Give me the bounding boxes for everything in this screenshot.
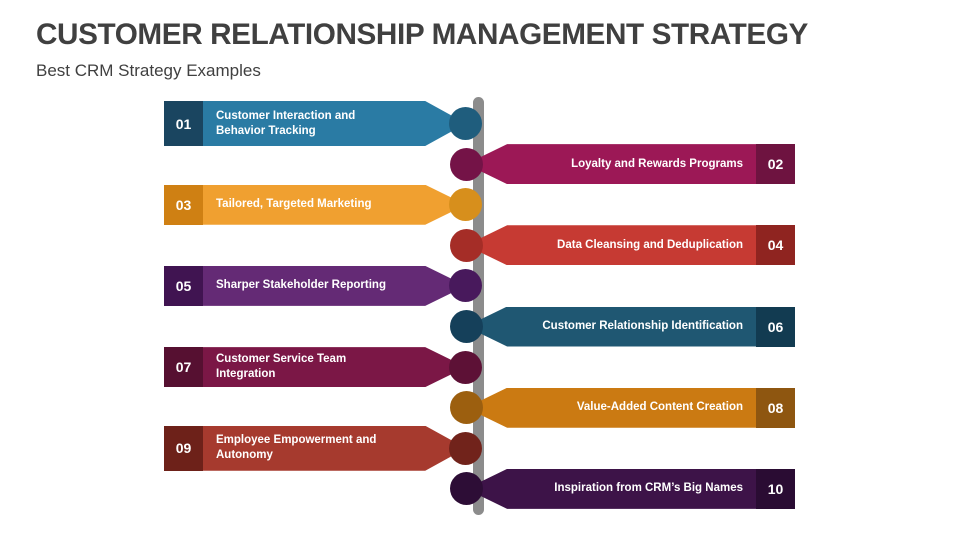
item-label: Value-Added Content Creation <box>511 388 756 428</box>
item-number-text: 07 <box>175 359 192 376</box>
item-label-text: Value-Added Content Creation <box>576 401 743 414</box>
timeline-item-05[interactable]: 05 Sharper Stakeholder Reporting <box>164 265 482 306</box>
page-title: CUSTOMER RELATIONSHIP MANAGEMENT STRATEG… <box>36 18 808 51</box>
item-number-badge: 10 <box>756 468 795 509</box>
arrow-shape <box>466 387 795 428</box>
timeline-dot-02 <box>450 147 483 181</box>
item-number-badge: 07 <box>164 347 203 388</box>
item-label-text: Customer Relationship Identification <box>542 320 743 332</box>
item-label-text: Tailored, Targeted Marketing <box>216 198 372 211</box>
item-number-badge: 05 <box>164 265 203 306</box>
timeline-dot-05 <box>449 269 482 303</box>
item-number-badge: 09 <box>164 425 203 471</box>
timeline-dot-03 <box>449 188 482 222</box>
arrow-shape <box>164 101 466 146</box>
timeline-item-07[interactable]: 07 Customer Service Team Integration <box>164 347 482 388</box>
item-number-text: 05 <box>175 277 192 294</box>
timeline-item-04[interactable]: 04 Data Cleansing and Deduplication <box>450 225 795 266</box>
timeline-dot-06 <box>450 310 483 343</box>
arrow-shape <box>466 144 795 185</box>
item-number-text: 04 <box>767 237 784 254</box>
arrow-shape <box>466 225 795 266</box>
item-number-badge: 04 <box>756 225 795 266</box>
item-number-text: 06 <box>767 318 784 335</box>
item-number-badge: 08 <box>756 387 795 428</box>
item-label: Customer Service Team Integration <box>203 347 406 387</box>
item-label-text: Inspiration from CRM’s Big Names <box>554 482 743 495</box>
item-label-text: Sharper Stakeholder Reporting <box>216 279 386 292</box>
item-number-text: 03 <box>175 196 192 213</box>
item-label-text: Loyalty and Rewards Programs <box>571 157 743 170</box>
arrow-shape <box>164 184 466 225</box>
timeline-dot-10 <box>450 472 483 506</box>
item-number-badge: 03 <box>164 184 203 225</box>
item-number-badge: 06 <box>756 306 795 347</box>
arrow-shape <box>164 265 466 306</box>
item-number-text: 09 <box>175 440 192 457</box>
timeline-dot-01 <box>449 107 482 140</box>
item-number-badge: 02 <box>756 144 795 185</box>
arrow-shape <box>164 425 466 471</box>
item-number-text: 10 <box>767 480 784 497</box>
timeline-dot-09 <box>449 431 482 465</box>
timeline-item-08[interactable]: 08 Value-Added Content Creation <box>450 387 795 428</box>
page-subtitle: Best CRM Strategy Examples <box>36 61 261 80</box>
item-label: Data Cleansing and Deduplication <box>511 225 756 265</box>
slide-header: CUSTOMER RELATIONSHIP MANAGEMENT STRATEG… <box>36 18 916 82</box>
item-number-text: 08 <box>767 399 784 416</box>
timeline-dot-04 <box>450 228 483 262</box>
arrow-shape <box>466 306 795 347</box>
item-label: Inspiration from CRM’s Big Names <box>511 469 756 509</box>
timeline-item-10[interactable]: 10 Inspiration from CRM’s Big Names <box>450 468 795 509</box>
timeline-dot-08 <box>450 391 483 425</box>
item-label-text: Data Cleansing and Deduplication <box>557 238 743 251</box>
item-label: Sharper Stakeholder Reporting <box>203 266 406 306</box>
timeline-item-02[interactable]: 02 Loyalty and Rewards Programs <box>450 144 795 185</box>
item-label: Tailored, Targeted Marketing <box>203 185 406 225</box>
item-number-text: 01 <box>175 115 192 132</box>
timeline-spine <box>473 97 484 515</box>
timeline-item-03[interactable]: 03 Tailored, Targeted Marketing <box>164 184 482 225</box>
item-number-badge: 01 <box>164 101 203 146</box>
item-label: Loyalty and Rewards Programs <box>511 144 756 184</box>
arrow-shape <box>164 347 466 388</box>
item-label-text: Customer Service Team Integration <box>216 353 347 381</box>
arrow-shape <box>466 468 795 509</box>
item-number-text: 02 <box>767 156 784 173</box>
timeline-dot-07 <box>449 350 482 384</box>
item-label: Customer Relationship Identification <box>511 307 756 347</box>
timeline-item-06[interactable]: 06 Customer Relationship Identification <box>450 306 795 347</box>
